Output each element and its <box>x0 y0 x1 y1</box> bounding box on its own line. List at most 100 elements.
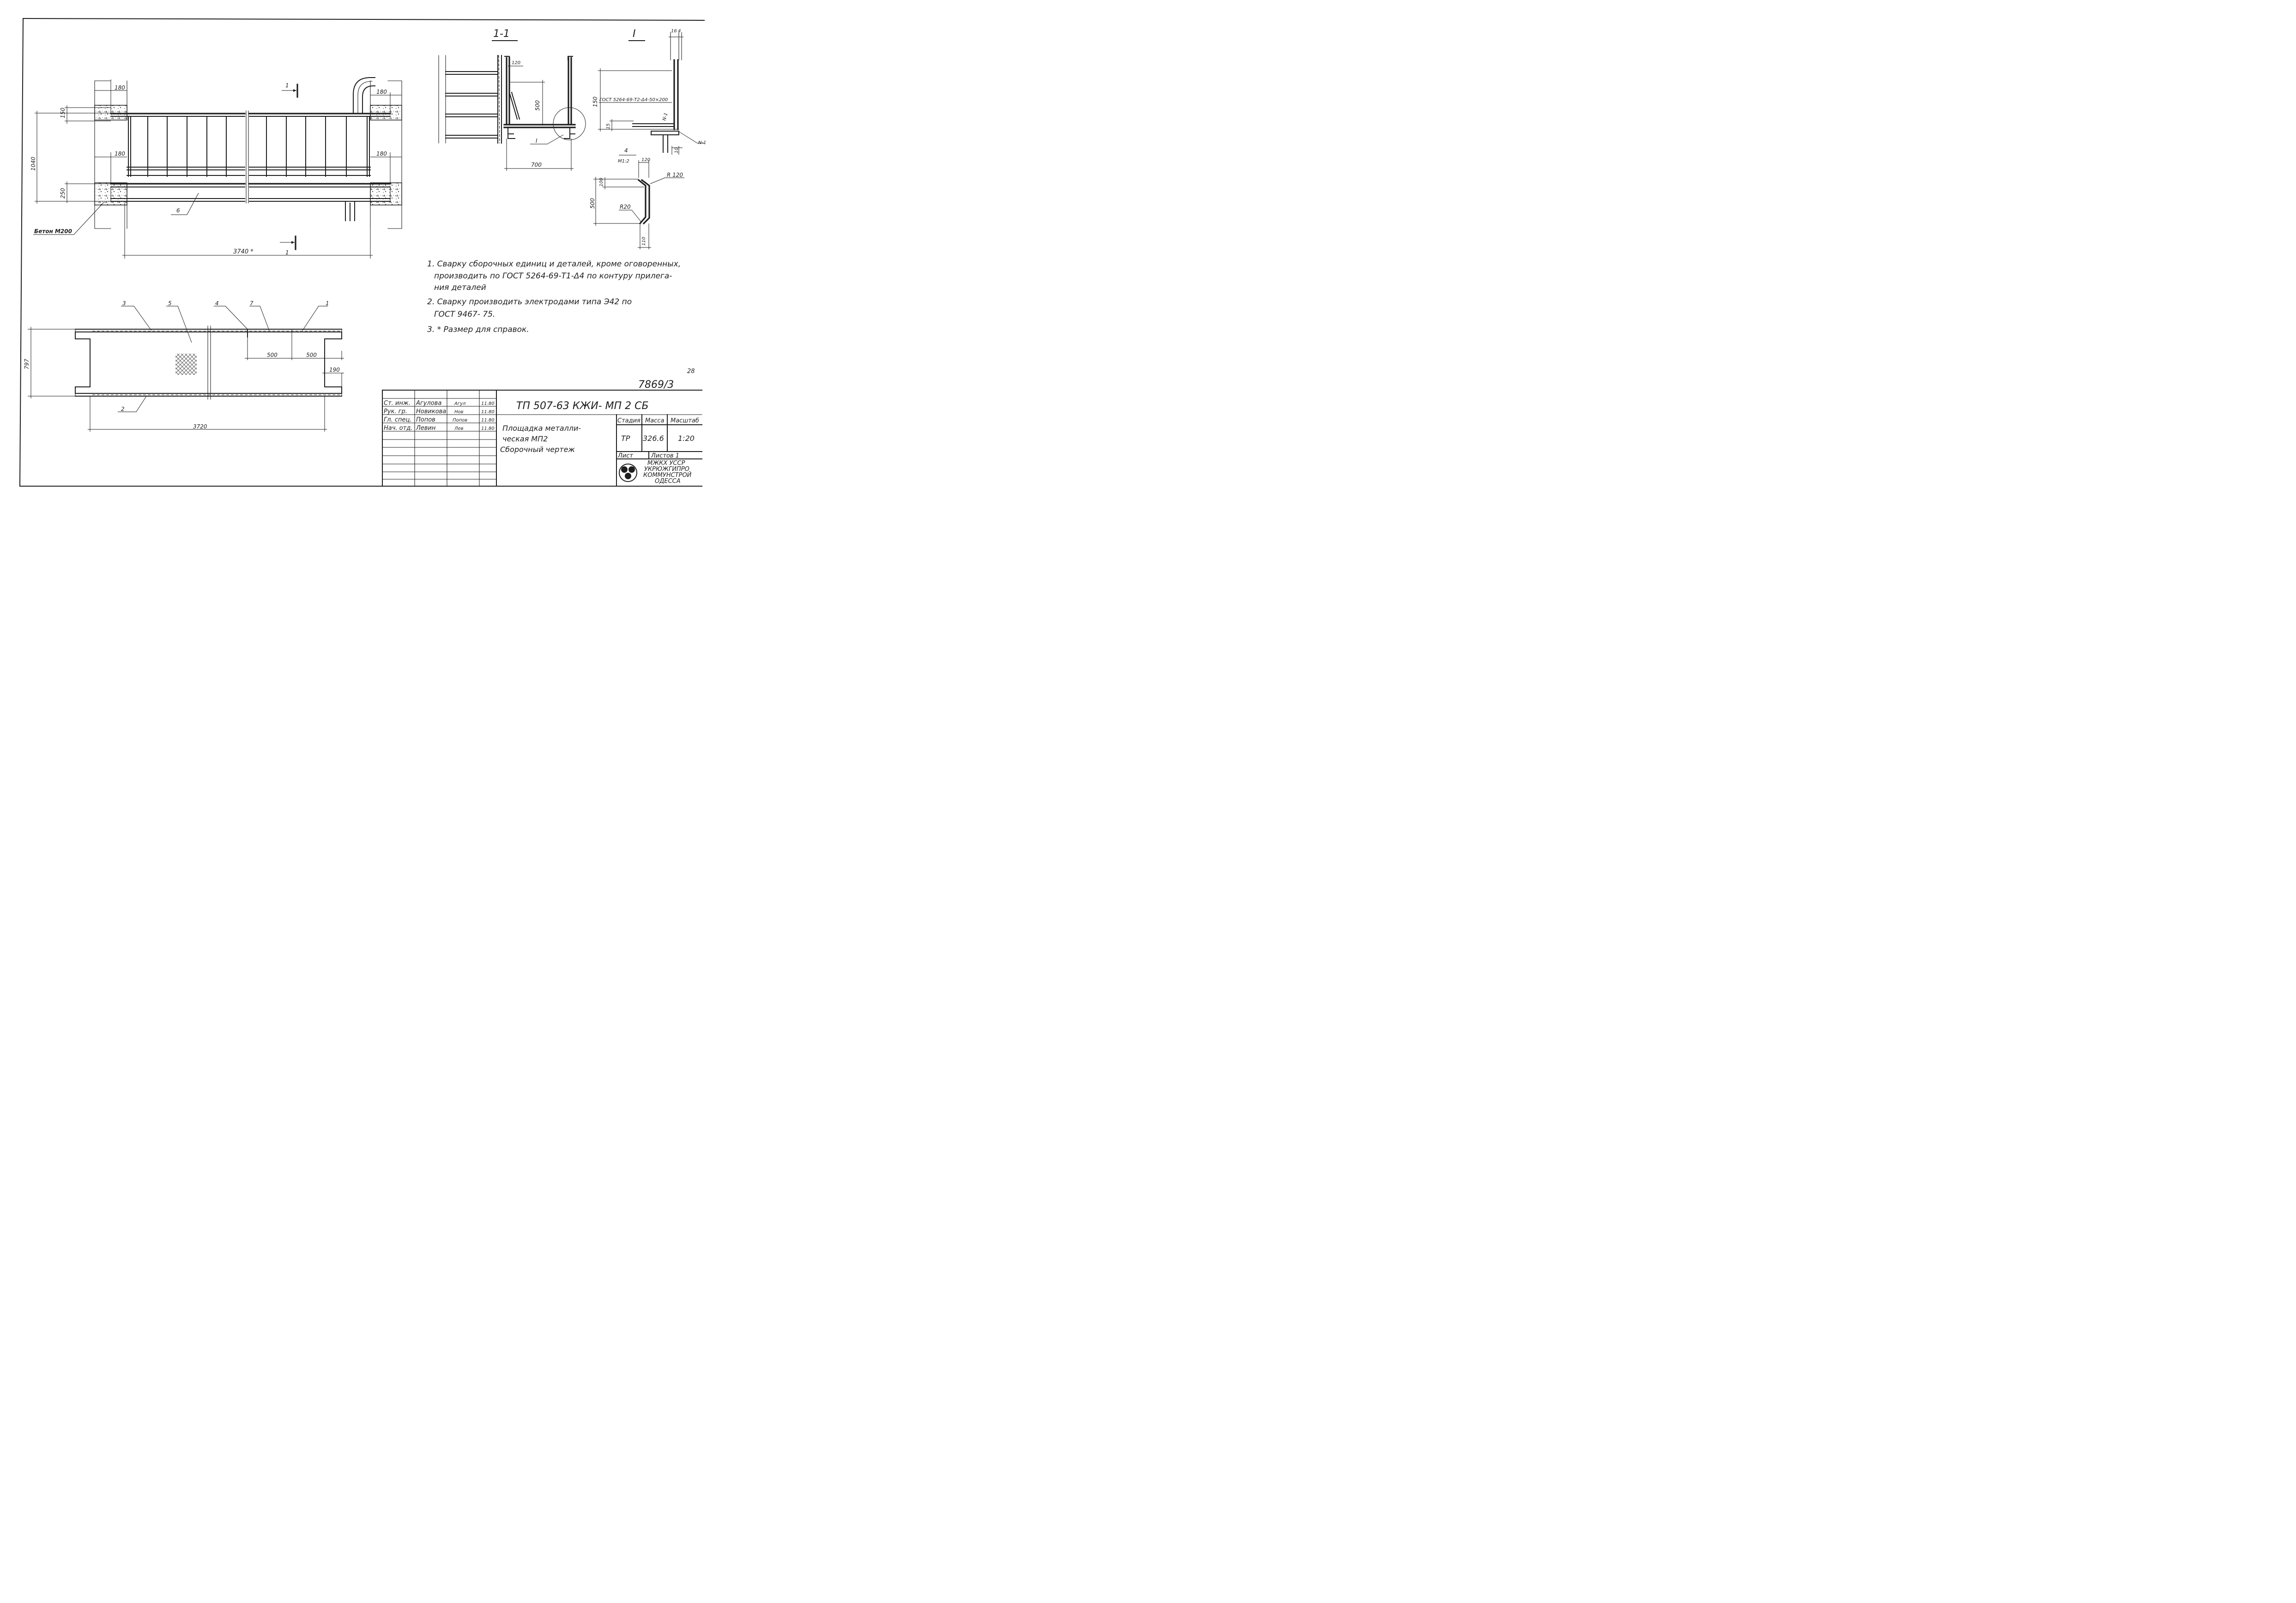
dim-total-height-1040: 1040 <box>30 111 111 204</box>
svg-text:М1:2: М1:2 <box>618 159 629 164</box>
dim-top-offset-150: 150 <box>60 105 111 124</box>
section-mark-top: 1 <box>282 82 298 98</box>
section-mark-bottom: 1 <box>280 235 296 256</box>
detail4-dim-100: 100 <box>599 177 644 189</box>
note-line-3: ния деталей <box>434 283 486 292</box>
svg-text:Попов: Попов <box>453 418 467 423</box>
dim-span-3740: 3740 * <box>122 203 373 259</box>
svg-text:I: I <box>536 138 538 144</box>
detail-mark-small: N-1 <box>662 112 669 121</box>
svg-text:7: 7 <box>250 300 254 307</box>
svg-text:1040: 1040 <box>30 157 36 171</box>
detail4-radius-20: R20 <box>619 204 641 222</box>
drawing-sheet: 180 180 180 180 150 1040 250 <box>19 18 706 487</box>
svg-text:Новикова: Новикова <box>416 408 446 415</box>
dim-bottom-offset-250: 250 <box>60 181 111 203</box>
svg-text:500: 500 <box>534 100 541 111</box>
detail-4: 4 М1:2 120 500 100 R 120 R20 110 <box>589 147 684 249</box>
drawing-name-line-1: Площадка металли- <box>502 424 581 433</box>
svg-text:Лев: Лев <box>454 426 464 431</box>
svg-text:Агулова: Агулова <box>416 400 441 407</box>
svg-text:R 120: R 120 <box>667 172 683 178</box>
concrete-grade-label: Бетон М200 <box>33 202 104 235</box>
svg-text:11.80: 11.80 <box>481 418 495 423</box>
note-line-2: производить по ГОСТ 5264-69-Т1-Δ4 по кон… <box>434 271 672 281</box>
svg-text:5: 5 <box>168 300 172 307</box>
svg-text:Агул: Агул <box>454 401 466 406</box>
svg-text:100: 100 <box>599 178 604 187</box>
svg-text:500: 500 <box>589 198 596 209</box>
svg-text:N-1: N-1 <box>662 112 669 121</box>
drawing-code: ТП 507-63 КЖИ- МП 2 СБ <box>516 400 649 412</box>
svg-text:Левин: Левин <box>416 425 436 432</box>
svg-text:4: 4 <box>215 300 219 307</box>
header-stage: Стадия <box>617 417 640 424</box>
sheet-number: 28 <box>687 368 695 375</box>
svg-text:797: 797 <box>24 359 30 369</box>
svg-text:N-1: N-1 <box>698 140 706 145</box>
svg-text:10: 10 <box>674 147 679 153</box>
note-line-5: ГОСТ 9467- 75. <box>434 310 495 319</box>
section-1-1: 1-1 I 120 500 <box>438 28 586 171</box>
position-6-leader: 6 <box>171 193 199 215</box>
org-line-4: ОДЕССА <box>655 478 681 485</box>
svg-text:190: 190 <box>329 367 340 373</box>
dim-left-top-180: 180 <box>95 79 127 114</box>
svg-text:700: 700 <box>531 162 542 168</box>
detail-I: I 16 4 150 15 ГОСТ 5264-69-Т2-Δ4-50×200 … <box>592 28 706 155</box>
dim-segments-500: 500 500 <box>245 329 344 360</box>
dim-edge-190: 190 <box>322 367 344 387</box>
svg-text:120: 120 <box>512 60 520 66</box>
section-dim-120: 120 <box>508 60 523 66</box>
svg-text:Рук. гр.: Рук. гр. <box>384 408 407 415</box>
svg-text:180: 180 <box>376 151 387 157</box>
title-block-row-3: Гл. спец. Попов Попов 11.80 <box>384 416 495 423</box>
svg-text:1: 1 <box>326 300 329 307</box>
svg-text:Гл. спец.: Гл. спец. <box>384 416 411 423</box>
svg-text:Бетон М200: Бетон М200 <box>34 228 72 235</box>
concrete-support-right-top <box>370 105 402 121</box>
detail-dim-15: 15 <box>606 119 634 131</box>
svg-text:Ст. инж.: Ст. инж. <box>384 400 411 407</box>
svg-text:3: 3 <box>122 300 126 307</box>
value-mass: 326.6 <box>643 434 664 443</box>
svg-text:180: 180 <box>115 84 125 91</box>
value-scale: 1:20 <box>678 434 695 443</box>
svg-text:15: 15 <box>606 123 611 129</box>
detail-weld-note: ГОСТ 5264-69-Т2-Δ4-50×200 <box>599 97 672 103</box>
dim-right-mid-180: 180 <box>370 151 402 184</box>
sheets-count: Листов 1 <box>651 452 679 459</box>
detail-mark-N1: N-1 <box>678 131 706 145</box>
detail-dim-150: 150 <box>592 68 679 132</box>
header-scale: Масштаб <box>671 417 699 424</box>
svg-text:6: 6 <box>176 207 180 214</box>
value-stage: ТР <box>621 434 630 443</box>
note-line-4: 2. Сварку производить электродами типа Э… <box>427 297 632 307</box>
railing-balusters <box>128 116 370 177</box>
svg-text:4: 4 <box>678 29 681 34</box>
svg-text:3720: 3720 <box>193 423 207 430</box>
plan-view: 3 5 4 7 1 2 797 500 500 190 372 <box>24 300 344 432</box>
svg-text:11.80: 11.80 <box>481 426 495 431</box>
sheet-frame <box>19 18 705 487</box>
detail4-dim-120: 120 <box>638 157 650 178</box>
svg-text:1: 1 <box>285 249 289 256</box>
org-line-1: МЖКХ УССР <box>647 460 685 467</box>
svg-text:500: 500 <box>267 352 278 358</box>
dim-length-3720: 3720 <box>88 396 327 432</box>
svg-text:250: 250 <box>60 188 66 199</box>
detail4-dim-500: 500 <box>589 177 640 226</box>
dim-left-mid-180: 180 <box>95 151 127 184</box>
title-block-row-1: Ст. инж. Агулова Агул 11.80 <box>384 400 495 407</box>
svg-text:Попов: Попов <box>416 416 435 423</box>
section-dim-500: 500 <box>510 80 545 126</box>
detail-dim-10: 10 <box>671 146 683 155</box>
drawing-name-line-3: Сборочный чертеж <box>500 445 575 454</box>
svg-text:3740 *: 3740 * <box>233 248 254 255</box>
title-block-row-2: Рук. гр. Новикова Нов 11.80 <box>384 408 495 415</box>
svg-text:500: 500 <box>306 352 317 358</box>
note-line-1: 1. Сварку сборочных единиц и деталей, кр… <box>427 259 681 269</box>
sheet-label: Лист <box>617 452 633 459</box>
organization-logo-icon <box>619 464 637 482</box>
svg-text:11.80: 11.80 <box>481 410 495 415</box>
